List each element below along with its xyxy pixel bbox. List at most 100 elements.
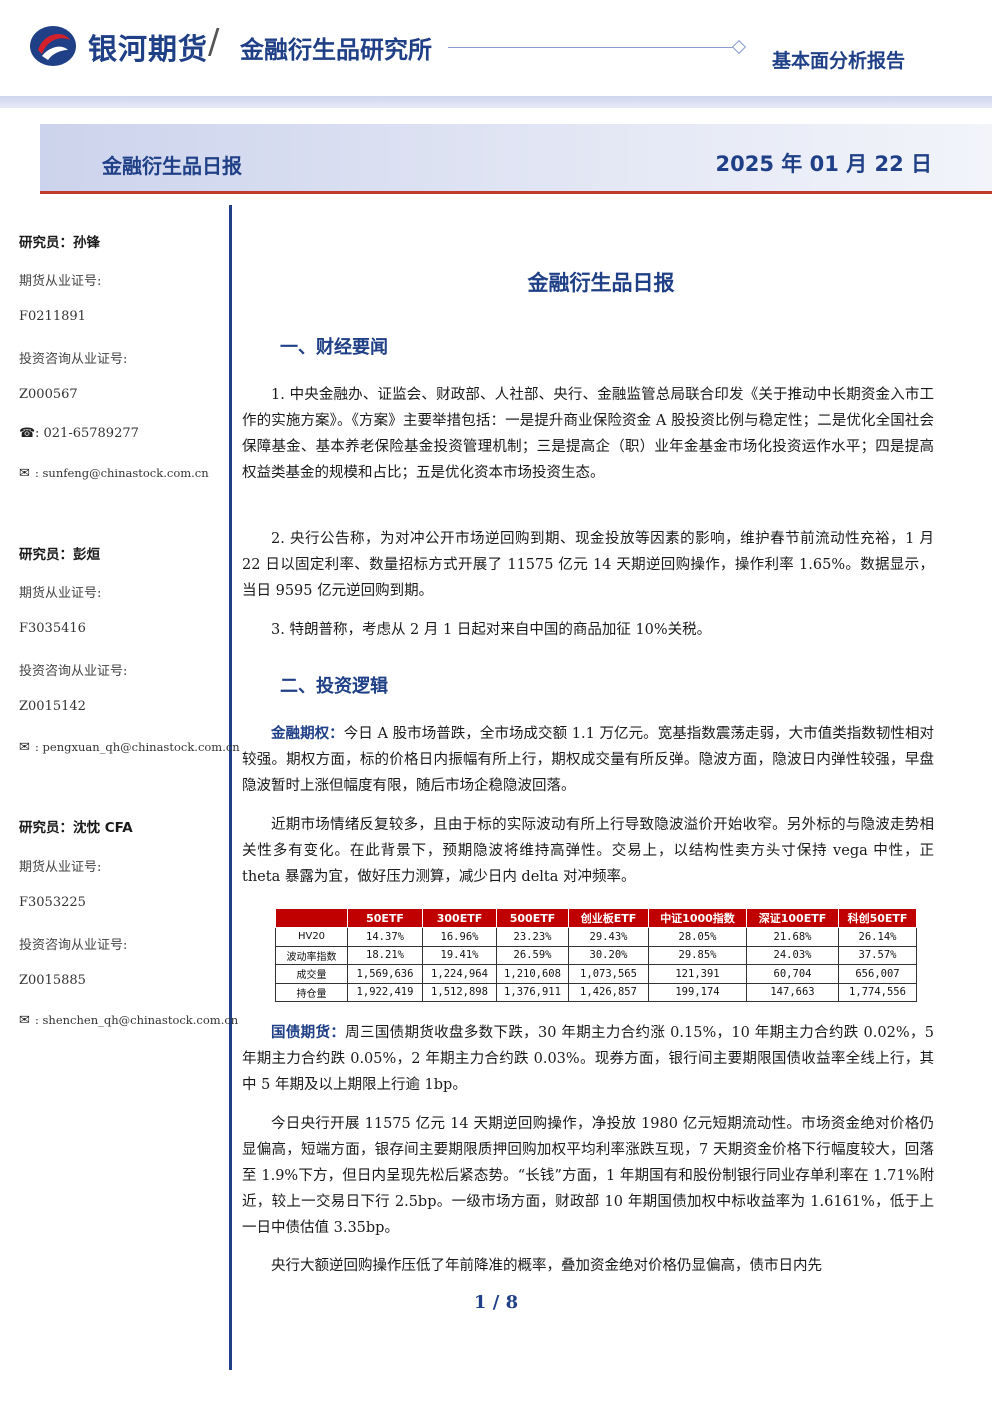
email-row: ✉: shenchen_qh@chinastock.com.cn [19,1013,239,1028]
page-separator: / [492,1292,500,1313]
report-date: 2025 年 01 月 22 日 [715,152,932,176]
table-cell: 18.21% [347,945,423,965]
table-cell: 1,224,964 [422,964,497,984]
table-cell: 30.20% [568,945,649,965]
consult-license-label: 投资咨询从业证号: [19,664,128,679]
bond-paragraph-1: 国债期货：周三国债期货收盘多数下跌，30 年期主力合约涨 0.15%，10 年期… [242,1020,934,1098]
page-header: 银河期货 / 金融衍生品研究所 基本面分析报告 [0,0,992,100]
table-cell: 1,426,857 [568,982,649,1002]
mail-icon: ✉ [19,1013,30,1028]
diamond-icon [731,39,747,55]
mail-icon: ✉ [19,466,30,481]
news-paragraph-2: 2. 央行公告称，为对冲公开市场逆回购到期、现金投放等因素的影响，维护春节前流动… [242,531,934,599]
table-cell: 28.05% [648,927,747,947]
table-cell: 1,569,636 [347,964,423,984]
table-cell: 1,774,556 [838,982,917,1002]
table-header-cell [275,908,348,928]
table-row-label: 成交量 [275,964,348,984]
table-cell: 60,704 [746,964,839,984]
header-decor-line [448,47,733,48]
table-row: HV20 14.37% 16.96% 23.23% 29.43% 28.05% … [275,927,917,947]
futures-license-label: 期货从业证号: [19,586,102,601]
table-row: 成交量 1,569,636 1,224,964 1,210,608 1,073,… [275,964,917,984]
table-cell: 1,073,565 [568,964,649,984]
table-cell: 29.85% [648,945,747,965]
table-cell: 147,663 [746,982,839,1002]
header-band [0,96,992,108]
table-row-label: HV20 [275,927,348,947]
futures-license-label: 期货从业证号: [19,860,102,875]
table-cell: 1,376,911 [496,982,569,1002]
table-cell: 1,210,608 [496,964,569,984]
table-row-label: 波动率指数 [275,945,348,965]
table-cell: 1,512,898 [422,982,497,1002]
researcher-name: 研究员：彭烜 [19,547,100,563]
table-header-cell: 中证1000指数 [648,908,747,928]
bond-paragraph-2: 今日央行开展 11575 亿元 14 天期逆回购操作，净投放 1980 亿元短期… [242,1116,934,1236]
table-header-cell: 50ETF [347,908,423,928]
bond-keyword: 国债期货： [271,1025,346,1041]
options-paragraph-2: 近期市场情绪反复较多，且由于标的实际波动有所上行导致隐波溢价开始收窄。另外标的与… [242,817,934,885]
table-header-cell: 科创50ETF [838,908,917,928]
email-link[interactable]: sunfeng@chinastock.com.cn [42,466,209,480]
page-current: 1 [473,1292,487,1313]
table-cell: 121,391 [648,964,747,984]
table-cell: 37.57% [838,945,917,965]
table-cell: 656,007 [838,964,917,984]
table-header-cell: 300ETF [422,908,497,928]
brand-name: 银河期货 [88,32,209,66]
page-total: 8 [505,1292,519,1313]
banner-title: 金融衍生品日报 [102,154,242,178]
etf-volatility-table: 50ETF 300ETF 500ETF 创业板ETF 中证1000指数 深证10… [275,908,917,1002]
table-cell: 14.37% [347,927,423,947]
sidebar-divider [229,205,232,1370]
table-cell: 26.14% [838,927,917,947]
brand-separator: / [208,22,220,62]
futures-license-id: F3035416 [19,621,86,636]
consult-license-label: 投资咨询从业证号: [19,938,128,953]
futures-license-id: F3053225 [19,895,86,910]
consult-license-label: 投资咨询从业证号: [19,352,128,367]
email-link[interactable]: shenchen_qh@chinastock.com.cn [42,1013,239,1027]
email-link[interactable]: pengxuan_qh@chinastock.com.cn [42,740,240,754]
phone-icon: ☎ [19,426,36,441]
mail-icon: ✉ [19,740,30,755]
email-row: ✉: sunfeng@chinastock.com.cn [19,466,209,481]
futures-license-id: F0211891 [19,309,86,324]
news-paragraph-3: 3. 特朗普称，考虑从 2 月 1 日起对来自中国的商品加征 10%关税。 [271,622,712,638]
options-text: 今日 A 股市场普跌，全市场成交额 1.1 万亿元。宽基指数震荡走弱，大市值类指… [242,726,935,794]
options-paragraph-1: 金融期权：今日 A 股市场普跌，全市场成交额 1.1 万亿元。宽基指数震荡走弱，… [242,721,934,799]
table-cell: 23.23% [496,927,569,947]
researcher-name: 研究员：沈忱 CFA [19,820,133,836]
table-cell: 16.96% [422,927,497,947]
researcher-name: 研究员：孙锋 [19,235,100,251]
institute-name: 金融衍生品研究所 [240,36,432,64]
page-number: 1 / 8 [0,1292,992,1313]
table-cell: 24.03% [746,945,839,965]
email-row: ✉: pengxuan_qh@chinastock.com.cn [19,740,240,755]
section-heading-news: 一、财经要闻 [280,337,388,358]
table-cell: 19.41% [422,945,497,965]
table-cell: 199,174 [648,982,747,1002]
futures-license-label: 期货从业证号: [19,274,102,289]
news-paragraph-1: 1. 中央金融办、证监会、财政部、人社部、央行、金融监管总局联合印发《关于推动中… [242,387,934,481]
section-heading-logic: 二、投资逻辑 [280,676,388,697]
table-row-label: 持仓量 [275,982,348,1002]
title-banner: 金融衍生品日报 2025 年 01 月 22 日 [40,124,992,194]
table-header-cell: 创业板ETF [568,908,649,928]
consult-license-id: Z000567 [19,387,78,402]
table-header-cell: 深证100ETF [746,908,839,928]
galaxy-logo-icon [30,26,76,66]
bond-text: 周三国债期货收盘多数下跌，30 年期主力合约涨 0.15%，10 年期主力合约跌… [242,1025,935,1093]
document-title: 金融衍生品日报 [527,271,675,295]
table-header-row: 50ETF 300ETF 500ETF 创业板ETF 中证1000指数 深证10… [275,908,917,928]
table-row: 持仓量 1,922,419 1,512,898 1,376,911 1,426,… [275,982,917,1002]
table-cell: 26.59% [496,945,569,965]
report-type: 基本面分析报告 [772,50,906,72]
table-cell: 21.68% [746,927,839,947]
phone-number: 021-65789277 [43,426,139,441]
banner-underline [40,191,992,194]
table-header-cell: 500ETF [496,908,569,928]
table-row: 波动率指数 18.21% 19.41% 26.59% 30.20% 29.85%… [275,945,917,965]
table-cell: 1,922,419 [347,982,423,1002]
